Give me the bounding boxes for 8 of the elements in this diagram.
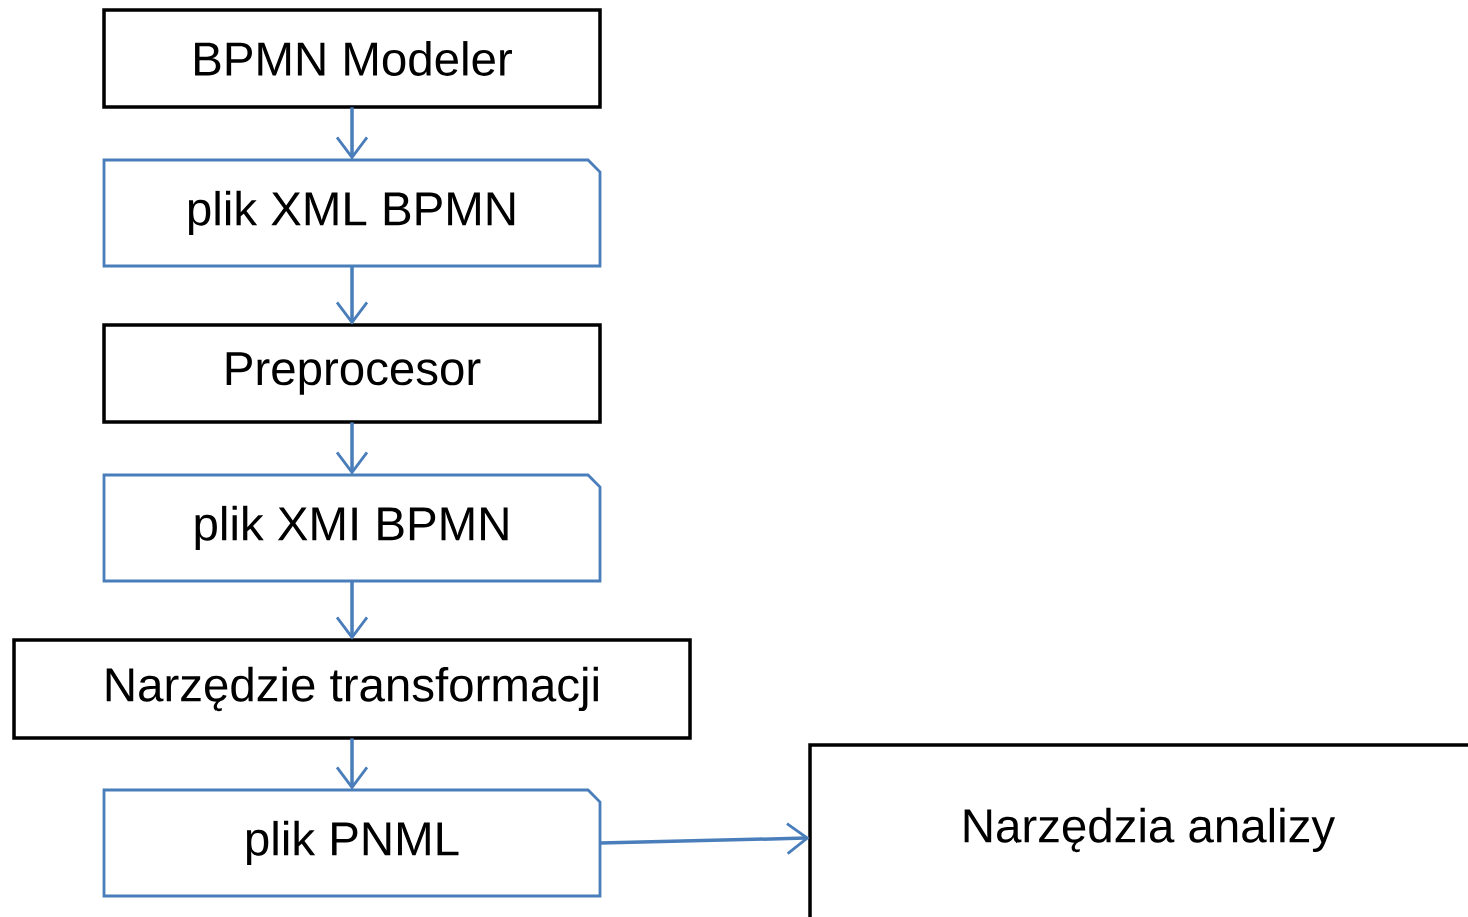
process-box: BPMN Modeler [102,8,602,109]
document-box: plik XMI BPMN [102,473,602,583]
document-box: plik XML BPMN [102,158,602,268]
document-box: plik PNML [102,788,602,898]
process-box: Narzędzia analizy [808,743,1468,917]
process-box: Preprocesor [102,323,602,424]
arrow [600,822,810,855]
process-box: Narzędzie transformacji [12,638,692,740]
